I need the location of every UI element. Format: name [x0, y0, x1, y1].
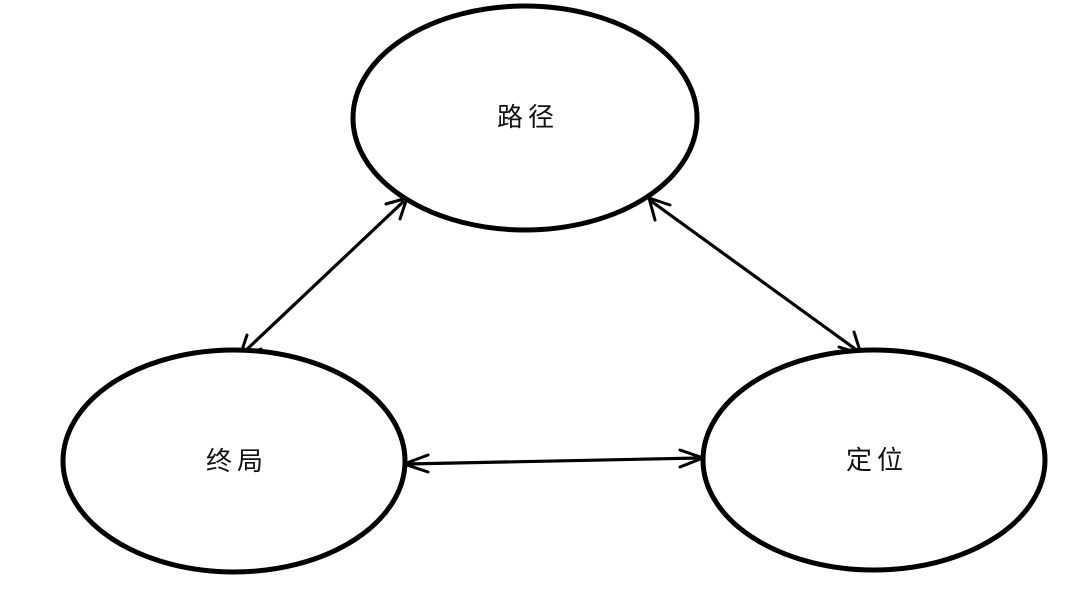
edge-endgame-path[interactable]: [237, 195, 410, 359]
edge-path-positioning-line: [650, 199, 859, 353]
node-endgame[interactable]: 终局: [60, 347, 408, 575]
node-positioning-ellipse: [700, 347, 1048, 573]
edge-path-positioning[interactable]: [646, 195, 864, 357]
edge-endgame-path-line: [241, 199, 406, 355]
node-positioning-label: 定位: [846, 446, 908, 475]
node-positioning[interactable]: 定位: [700, 347, 1048, 573]
node-path-label: 路径: [497, 103, 559, 132]
node-endgame-ellipse: [60, 347, 408, 575]
node-path-ellipse: [350, 3, 700, 233]
node-endgame-label: 终局: [206, 447, 268, 476]
edge-endgame-positioning-line: [406, 456, 701, 466]
node-path[interactable]: 路径: [350, 3, 700, 233]
edge-endgame-positioning[interactable]: [399, 448, 708, 474]
